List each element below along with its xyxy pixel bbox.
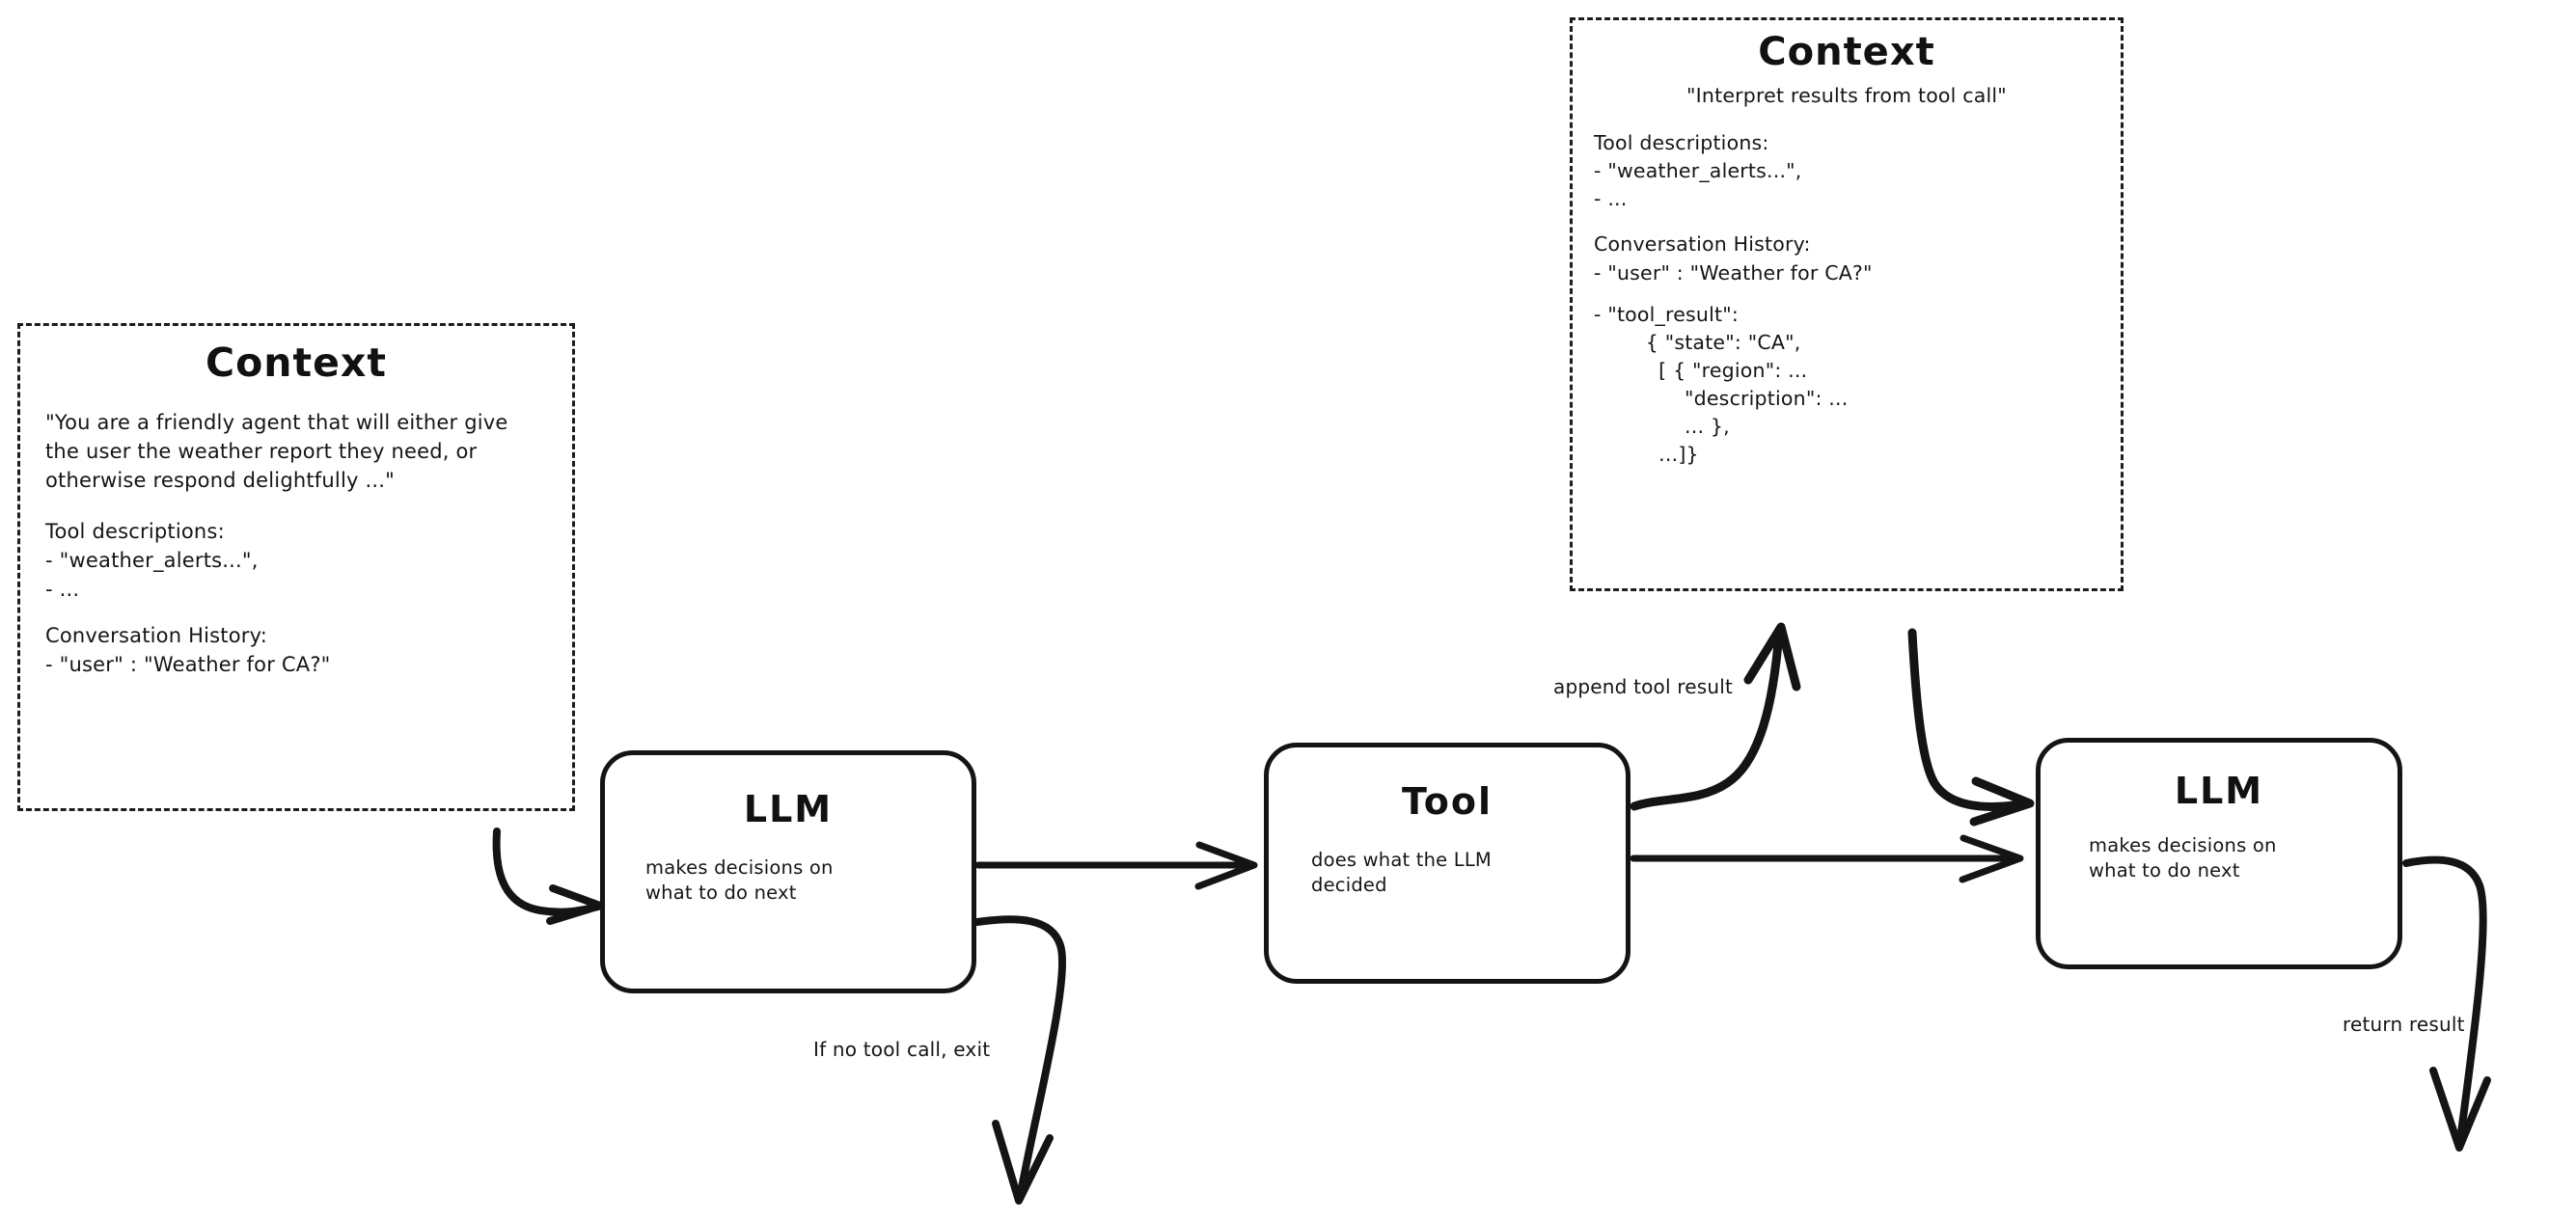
context-left-conversation-item: - "user" : "Weather for CA?" xyxy=(45,652,331,676)
node-tool-subtitle: does what the LLM decided xyxy=(1311,849,1492,897)
context-left-system-prompt: "You are a friendly agent that will eith… xyxy=(45,411,515,492)
context-right-conversation-item: "description": ... xyxy=(1594,386,1849,410)
context-left-conversation-heading: Conversation History: xyxy=(45,623,267,647)
node-tool-title: Tool xyxy=(1401,780,1494,823)
edge-context-right-to-llm2 xyxy=(1907,628,2035,827)
context-left-tool-item: - "weather_alerts...", xyxy=(45,549,259,573)
node-llm-second-title: LLM xyxy=(2174,770,2264,812)
edge-tool-to-llm2 xyxy=(1630,834,2024,883)
context-left-tool-heading: Tool descriptions: xyxy=(45,520,225,544)
context-right-conversation-heading: Conversation History: xyxy=(1594,232,1811,257)
context-right-title: Context xyxy=(1758,30,1935,74)
context-right-tool-item: - ... xyxy=(1594,187,1628,211)
context-left-tool-item: - ... xyxy=(45,578,80,602)
node-llm-first-title: LLM xyxy=(743,788,834,830)
node-llm-first[interactable]: LLM makes decisions on what to do next xyxy=(600,750,976,993)
edge-label-return-result: return result xyxy=(2343,1013,2465,1036)
node-llm-first-subtitle: makes decisions on what to do next xyxy=(645,856,834,905)
context-right-conversation-item: { "state": "CA", xyxy=(1594,330,1801,354)
context-right-system-prompt: "Interpret results from tool call" xyxy=(1686,84,2007,107)
node-tool[interactable]: Tool does what the LLM decided xyxy=(1264,743,1631,984)
edge-label-if-no-tool-call-exit: If no tool call, exit xyxy=(813,1038,991,1061)
context-right-conversation-item: ... }, xyxy=(1594,415,1730,439)
context-left-title: Context xyxy=(206,339,387,386)
edge-tool-to-context-right xyxy=(1630,622,1801,811)
context-right-conversation-item: ...]} xyxy=(1594,443,1699,467)
edge-llm1-to-tool xyxy=(974,841,1258,890)
context-right-conversation-item: - "tool_result": xyxy=(1594,302,1739,326)
context-box-left: Context "You are a friendly agent that w… xyxy=(17,323,575,811)
context-right-tool-item: - "weather_alerts...", xyxy=(1594,159,1802,183)
context-right-tool-heading: Tool descriptions: xyxy=(1594,131,1769,155)
context-right-conversation-item: - "user" : "Weather for CA?" xyxy=(1594,260,1873,285)
node-llm-second[interactable]: LLM makes decisions on what to do next xyxy=(2036,738,2402,969)
context-right-conversation-item: [ { "region": ... xyxy=(1594,358,1808,382)
context-box-right: Context "Interpret results from tool cal… xyxy=(1570,17,2124,591)
edge-llm2-return xyxy=(2402,855,2491,1152)
edge-context-left-to-llm1 xyxy=(492,828,604,925)
node-llm-second-subtitle: makes decisions on what to do next xyxy=(2089,834,2277,882)
edge-label-append-tool-result: append tool result xyxy=(1553,675,1734,698)
